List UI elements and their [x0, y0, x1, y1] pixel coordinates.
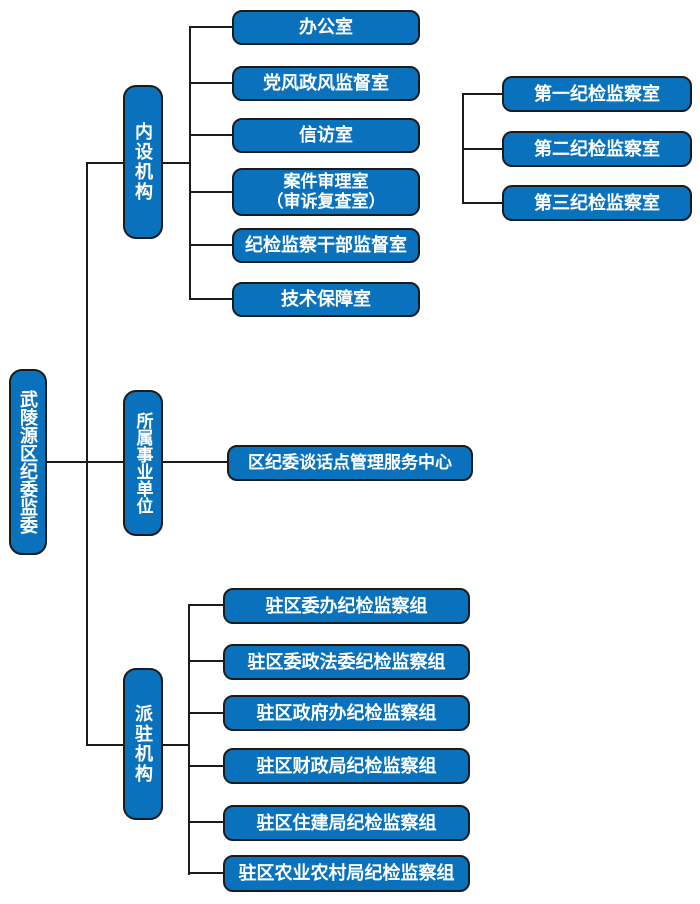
- connector-dispatched-stub-1: [188, 604, 223, 606]
- affiliated-child-service-center: 区纪委谈话点管理服务中心: [227, 445, 473, 481]
- dispatched-child-committee-office: 驻区委办纪检监察组: [223, 588, 470, 624]
- connector-inspection-stub-1: [462, 93, 502, 95]
- connector-dispatched-stub-4: [188, 765, 223, 767]
- inspection-room-1: 第一纪检监察室: [502, 76, 692, 112]
- internal-child-office: 办公室: [232, 10, 420, 45]
- internal-child-case-review: 案件审理室 （审诉复查室）: [232, 168, 420, 216]
- dispatched-child-political-legal: 驻区委政法委纪检监察组: [223, 644, 470, 680]
- org-root-node: 武陵源区纪委监委: [9, 369, 47, 555]
- connector-trunk-vertical: [86, 162, 88, 746]
- internal-child-party-style: 党风政风监督室: [232, 66, 420, 101]
- connector-dispatched-right: [163, 744, 189, 746]
- case-review-line1: 案件审理室: [283, 172, 369, 192]
- branch-internal-node: 内设机构: [123, 85, 163, 239]
- connector-internal-stub-2: [189, 82, 232, 84]
- connector-dispatched-stub-3: [188, 712, 223, 714]
- connector-internal-stub-4: [189, 191, 232, 193]
- connector-internal-stub-6: [189, 298, 232, 300]
- dispatched-child-finance-bureau: 驻区财政局纪检监察组: [223, 748, 470, 784]
- case-review-line2: （审诉复查室）: [266, 192, 386, 211]
- connector-internal-stub-1: [189, 26, 232, 28]
- inspection-room-3: 第三纪检监察室: [502, 185, 692, 221]
- connector-internal-stub-3: [189, 134, 232, 136]
- connector-internal-children-vertical: [189, 27, 191, 300]
- connector-dispatched-left: [86, 744, 123, 746]
- branch-affiliated-node: 所属事业单位: [123, 390, 163, 536]
- connector-dispatched-stub-5: [188, 821, 223, 823]
- internal-child-tech-support: 技术保障室: [232, 282, 420, 317]
- branch-dispatched-node: 派驻机构: [123, 668, 163, 820]
- connector-inspection-stub-2: [462, 148, 502, 150]
- connector-internal-left: [86, 162, 123, 164]
- connector-dispatched-stub-6: [188, 872, 223, 874]
- connector-internal-stub-5: [189, 244, 232, 246]
- connector-dispatched-stub-2: [188, 660, 223, 662]
- internal-child-cadre-supervision: 纪检监察干部监督室: [232, 228, 420, 263]
- connector-internal-right: [163, 162, 190, 164]
- dispatched-child-agriculture-bureau: 驻区农业农村局纪检监察组: [223, 855, 470, 892]
- connector-inspection-stub-3: [462, 202, 502, 204]
- connector-dispatched-children-vertical: [188, 605, 190, 875]
- dispatched-child-government-office: 驻区政府办纪检监察组: [223, 695, 470, 731]
- dispatched-child-housing-bureau: 驻区住建局纪检监察组: [223, 805, 470, 841]
- internal-child-petition: 信访室: [232, 118, 420, 153]
- connector-affiliated-right: [163, 461, 227, 463]
- inspection-room-2: 第二纪检监察室: [502, 131, 692, 167]
- connector-root-horizontal: [47, 461, 123, 463]
